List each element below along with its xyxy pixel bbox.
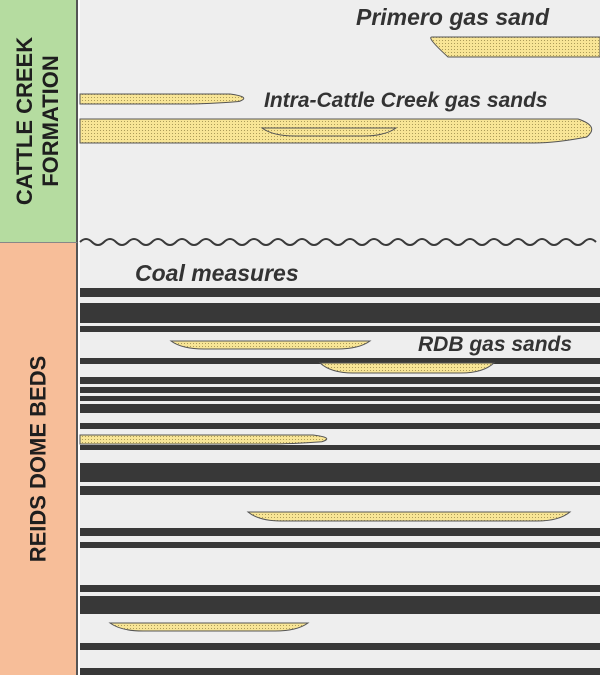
section-background — [80, 0, 600, 675]
coal-bed — [80, 396, 600, 401]
coal-bed — [80, 643, 600, 650]
coal-bed — [80, 358, 600, 364]
coal-bed — [80, 542, 600, 548]
cattle-creek-formation-column: CATTLE CREEK FORMATION — [0, 0, 78, 242]
gas-sands-group — [79, 36, 600, 632]
coal-bed — [80, 404, 600, 413]
gas-sand-lens — [318, 362, 496, 374]
gas-sand-lens — [430, 36, 600, 58]
coal-bed — [80, 585, 600, 592]
gas-sand-lens — [108, 622, 310, 632]
coal-measures-label: Coal measures — [135, 260, 299, 286]
gas-sand-lens — [246, 511, 572, 522]
coal-bed — [80, 668, 600, 675]
rdb-gas-sands-label: RDB gas sands — [418, 333, 573, 356]
coal-bed — [80, 528, 600, 536]
coal-bed — [80, 288, 600, 297]
coal-bed — [80, 463, 600, 482]
coal-bed — [80, 303, 600, 323]
gas-sand-lens — [79, 93, 245, 105]
coal-bed — [80, 486, 600, 495]
gas-sand-lens — [260, 127, 398, 137]
coal-beds-group — [80, 288, 600, 675]
coal-bed — [80, 326, 600, 332]
coal-bed — [80, 377, 600, 384]
primero-gas-sand-label: Primero gas sand — [356, 4, 550, 30]
coal-bed — [80, 445, 600, 450]
intra-cattle-creek-gas-sands-label: Intra-Cattle Creek gas sands — [264, 89, 548, 112]
unconformity-line — [79, 238, 597, 246]
reids-dome-beds-column: REIDS DOME BEDS — [0, 242, 78, 675]
gas-sand-lens — [169, 340, 372, 350]
coal-bed — [80, 387, 600, 393]
gas-sand-lens — [79, 434, 328, 445]
coal-bed — [80, 596, 600, 614]
coal-bed — [80, 423, 600, 429]
